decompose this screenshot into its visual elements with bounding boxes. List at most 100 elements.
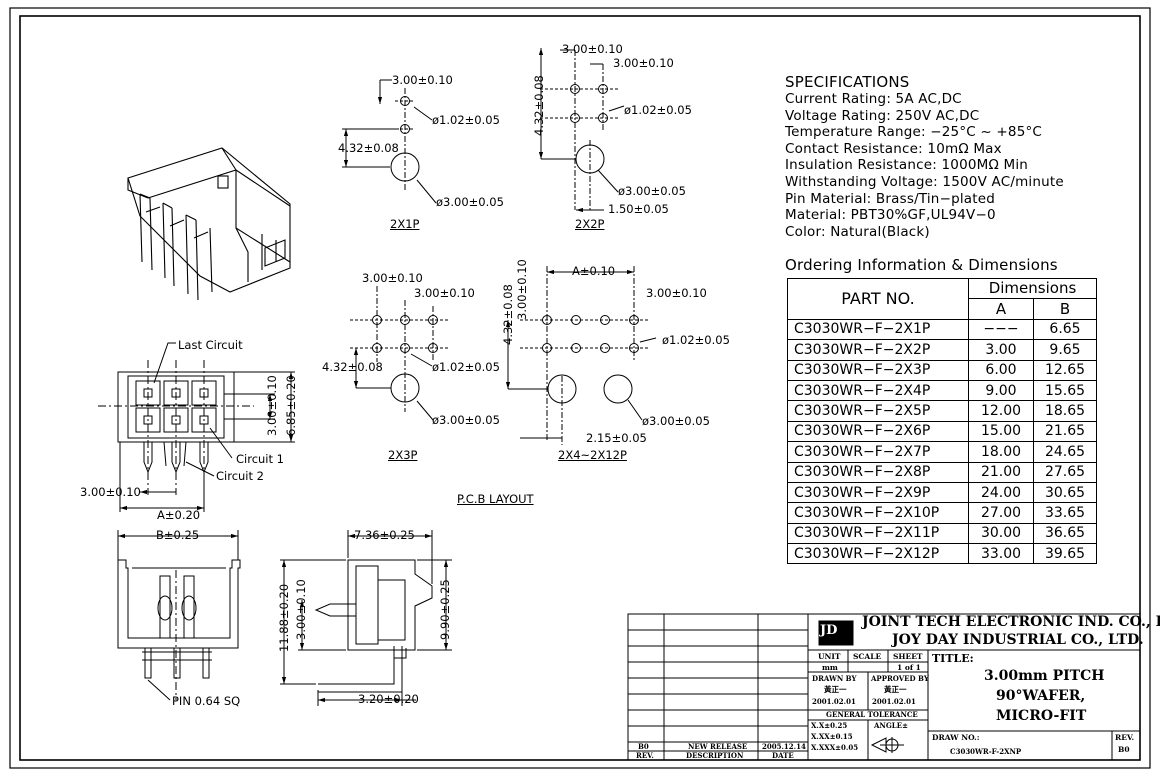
2x2p-pin-hole-dim: ø1.02±0.05 — [624, 103, 692, 117]
front-view — [98, 342, 295, 512]
part-number-cell: C3030WR−F−2X11P — [787, 522, 969, 545]
outer-border — [9, 7, 1151, 769]
pcb-2x3p-pattern — [350, 286, 448, 421]
2x3p-peg-hole-dim: ø3.00±0.05 — [432, 413, 500, 427]
part-number-cell: C3030WR−F−2X9P — [787, 481, 969, 504]
history-description: NEW RELEASE — [688, 742, 748, 751]
dim-a-cell: −−− — [968, 318, 1034, 341]
2x2p-offset-dim: 1.50±0.05 — [608, 202, 669, 216]
part-number-cell: C3030WR−F−2X8P — [787, 461, 969, 483]
last-circuit-label: Last Circuit — [178, 338, 243, 352]
2x4p-peg-hole-dim: ø3.00±0.05 — [642, 414, 710, 428]
part-number-cell: C3030WR−F−2X3P — [787, 359, 969, 381]
dim-b-cell: 30.65 — [1033, 481, 1097, 504]
ordering-row: C3030WR−F−2X1P−−−6.65 — [787, 318, 1097, 341]
dim-a-cell: 6.00 — [968, 359, 1034, 381]
dim-b-cell: 15.65 — [1033, 379, 1097, 402]
col-rev-header: REV. — [636, 751, 654, 760]
part-no-header: PART NO. — [787, 278, 969, 320]
dim-a-cell: 9.00 — [968, 379, 1034, 402]
part-number-cell: C3030WR−F−2X7P — [787, 441, 969, 463]
dim-b-cell: 39.65 — [1033, 543, 1097, 565]
drawn-by-label: DRAWN BY — [812, 674, 857, 683]
general-tolerance-label: GENERAL TOLERANCE — [826, 710, 918, 719]
2x3p-row-dim: 4.32±0.08 — [322, 360, 383, 374]
dimensions-header: Dimensions — [968, 277, 1097, 300]
2x4p-row-dim: 4.32±0.08 — [501, 284, 515, 345]
pcb-layout-label: P.C.B LAYOUT — [457, 492, 534, 506]
company-name-2: JOY DAY INDUSTRIAL CO., LTD. — [892, 632, 1144, 648]
sheet-value: 1 of 1 — [897, 663, 921, 672]
dim-b-cell: 9.65 — [1033, 339, 1097, 361]
spec-line: Temperature Range: −25°C ~ +85°C — [785, 124, 1043, 141]
approved-by-label: APPROVED BY — [871, 674, 929, 683]
front-pitch-dim: 3.00±0.10 — [80, 485, 141, 499]
specifications-heading: SPECIFICATIONS — [785, 73, 910, 91]
part-number-cell: C3030WR−F−2X4P — [787, 379, 969, 402]
rev-value: B0 — [1118, 745, 1130, 754]
part-number-cell: C3030WR−F−2X12P — [787, 543, 969, 565]
side-1188-dim: 11.88±0.20 — [277, 583, 291, 652]
dim-a-cell: 24.00 — [968, 481, 1034, 504]
draw-no-label: DRAW NO.: — [932, 733, 980, 742]
2x2p-pitch-dim-b: 3.00±0.10 — [613, 56, 674, 70]
company-name-1: JOINT TECH ELECTRONIC IND. CO., LTD. — [862, 614, 1160, 630]
2x3p-pitch-dim-b: 3.00±0.10 — [414, 286, 475, 300]
2x1p-row-dim: 4.32±0.08 — [338, 141, 399, 155]
dim-a-cell: 12.00 — [968, 400, 1034, 422]
circuit-1-label: Circuit 1 — [236, 452, 284, 466]
dim-b-cell: 21.65 — [1033, 420, 1097, 443]
bottom-view — [117, 530, 241, 701]
2x3p-label: 2X3P — [388, 448, 418, 462]
pcb-2x2p-pattern — [538, 48, 625, 213]
front-v300-dim: 3.00±0.10 — [265, 375, 279, 436]
rev-label: REV. — [1115, 733, 1135, 742]
bottom-b-dim: B±0.25 — [156, 528, 200, 542]
pcb-2x1p-pattern — [342, 79, 437, 204]
ordering-table: PART NO. Dimensions A B C3030WR−F−2X1P−−… — [787, 277, 1097, 565]
2x2p-label: 2X2P — [575, 217, 605, 231]
col-date-header: DATE — [772, 751, 794, 760]
sheet-label: SHEET — [893, 652, 923, 661]
title-label: TITLE: — [932, 652, 974, 665]
part-number-cell: C3030WR−F−2X1P — [787, 318, 969, 341]
part-number-cell: C3030WR−F−2X5P — [787, 400, 969, 422]
approved-by-name: 黃正一 — [884, 685, 907, 694]
side-view — [280, 530, 452, 706]
history-rev: B0 — [638, 742, 649, 751]
inner-border — [19, 15, 1141, 761]
drawn-by-name: 黃正一 — [824, 685, 847, 694]
circuit-2-label: Circuit 2 — [216, 469, 264, 483]
2x4p-label: 2X4~2X12P — [558, 448, 627, 462]
draw-no-value: C3030WR-F-2XNP — [950, 747, 1022, 756]
dim-b-cell: 33.65 — [1033, 502, 1097, 524]
dim-a-cell: 21.00 — [968, 461, 1034, 483]
2x2p-peg-hole-dim: ø3.00±0.05 — [618, 184, 686, 198]
history-date: 2005.12.14 — [762, 742, 806, 751]
dim-a-cell: 30.00 — [968, 522, 1034, 545]
title-block-frame — [627, 613, 1141, 761]
2x3p-pin-hole-dim: ø1.02±0.05 — [432, 360, 500, 374]
part-number-cell: C3030WR−F−2X10P — [787, 502, 969, 524]
ordering-heading: Ordering Information & Dimensions — [785, 256, 1058, 274]
col-a-header: A — [968, 298, 1034, 320]
2x4p-pitch-dim-b: 3.00±0.10 — [646, 286, 707, 300]
tolerance-3: X.XXX±0.05 — [811, 743, 859, 752]
dim-b-cell: 24.65 — [1033, 441, 1097, 463]
tolerance-2: X.XX±0.15 — [811, 732, 853, 741]
dim-b-cell: 27.65 — [1033, 461, 1097, 483]
dim-b-cell: 18.65 — [1033, 400, 1097, 422]
2x1p-label: 2X1P — [390, 217, 420, 231]
spec-line: Pin Material: Brass/Tin−plated — [785, 190, 996, 207]
company-logo: JD — [820, 623, 838, 638]
